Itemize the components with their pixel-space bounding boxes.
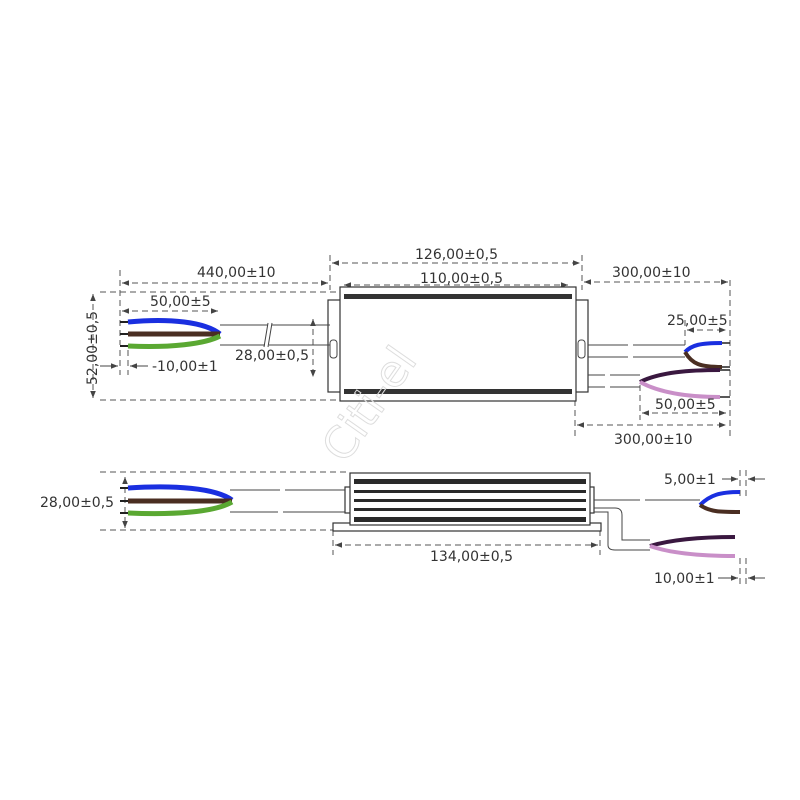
- label-mount-spacing: 28,00±0,5: [235, 348, 309, 364]
- output-cable-upper: [588, 344, 685, 358]
- label-strip-left: 50,00±5: [150, 294, 211, 310]
- wire-brown-side-right: [698, 503, 741, 514]
- wire-blue-right: [683, 341, 723, 354]
- label-output-cable-top: 300,00±10: [612, 265, 691, 281]
- label-base-length: 134,00±0,5: [430, 549, 513, 565]
- label-output-cable-bottom: 300,00±10: [614, 432, 693, 448]
- housing-top: [339, 286, 577, 402]
- wire-purple-side-right: [649, 535, 736, 548]
- wire-pink-side-right: [649, 544, 736, 558]
- side-view: [100, 470, 765, 585]
- wire-brown-right: [683, 350, 723, 369]
- wire-purple-right: [639, 368, 721, 384]
- output-cable-lower: [588, 374, 640, 388]
- output-cables-side: [594, 499, 700, 551]
- wire-pink-right: [639, 380, 721, 399]
- input-cable-side: [230, 489, 345, 513]
- label-strip-right-bottom: 50,00±5: [655, 397, 716, 413]
- label-strip-right-top: 25,00±5: [667, 313, 728, 329]
- wire-blue-left: [127, 318, 222, 337]
- label-height-top: 52,00±0,5: [85, 311, 101, 385]
- label-inner-length: 110,00±0,5: [420, 271, 503, 287]
- label-tip-top: 5,00±1: [664, 472, 716, 488]
- label-total-length: 440,00±10: [197, 265, 276, 281]
- label-tip-bottom: 10,00±1: [654, 571, 715, 587]
- label-wire-tip: -10,00±1: [152, 359, 218, 375]
- wire-green-left: [127, 333, 222, 349]
- wire-blue-side-right: [698, 490, 741, 507]
- label-housing-length: 126,00±0,5: [415, 247, 498, 263]
- wire-blue-side: [127, 484, 234, 503]
- top-view: [90, 255, 731, 440]
- wire-green-side: [127, 499, 234, 517]
- label-height-side: 28,00±0,5: [40, 495, 114, 511]
- input-cable-jacket: [220, 322, 330, 348]
